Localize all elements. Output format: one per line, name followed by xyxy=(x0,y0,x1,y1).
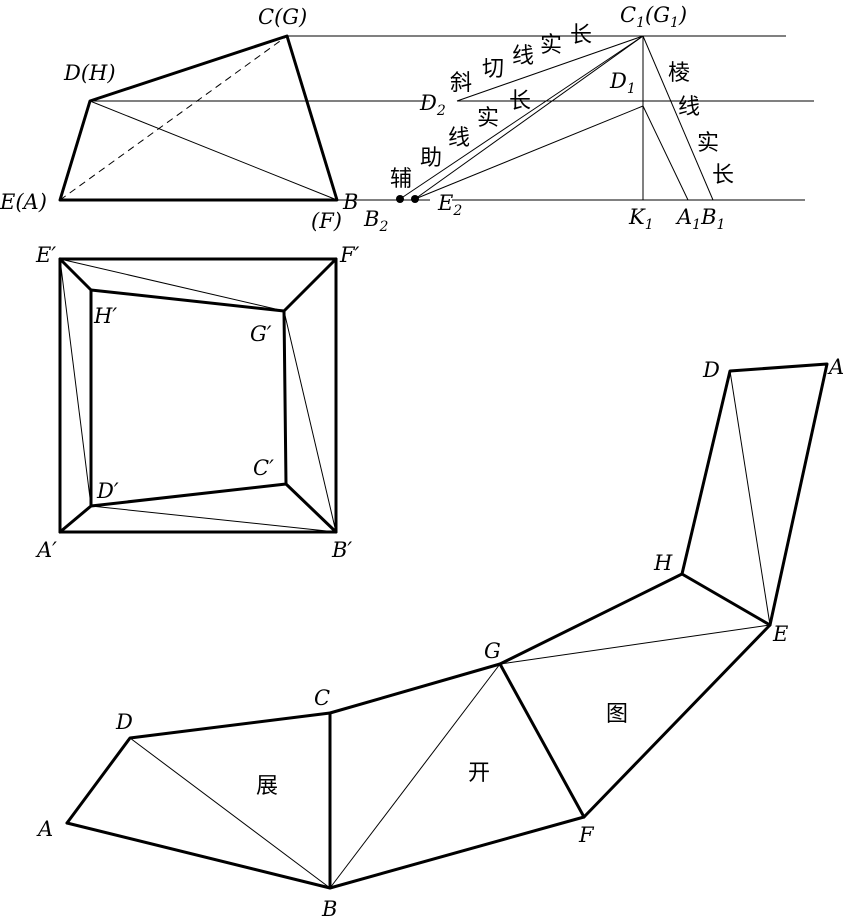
label-b: B xyxy=(342,190,358,214)
text-edge-2: 线 xyxy=(678,95,700,120)
dev-diag-g-e xyxy=(499,624,771,665)
text-aux-2: 助 xyxy=(420,146,442,171)
text-oblique-5: 长 xyxy=(570,23,592,48)
connector-e-h xyxy=(58,257,93,292)
connector-b-c xyxy=(284,482,338,534)
edge-true-length-line xyxy=(642,35,714,201)
d2-c1-line xyxy=(456,35,644,102)
label-e-prime: E′ xyxy=(35,243,56,267)
text-edge-3: 实 xyxy=(697,131,719,156)
connector-f-g xyxy=(282,257,338,313)
development-pattern: A B C D E F G H D A 展 开 图 xyxy=(36,355,844,919)
diag-e-g xyxy=(59,258,285,312)
dev-diag-g-b xyxy=(329,663,501,889)
point-b2 xyxy=(396,195,404,203)
dev-label-b: B xyxy=(321,897,337,919)
label-d1: D1 xyxy=(609,69,636,97)
label-e2: E2 xyxy=(437,191,462,219)
text-aux-4: 实 xyxy=(477,106,499,131)
point-e2 xyxy=(411,195,419,203)
label-a-prime: A′ xyxy=(35,538,57,562)
dev-diag-d-e xyxy=(729,370,771,626)
dev-label-a: A xyxy=(36,817,53,841)
top-outer-square xyxy=(58,257,338,534)
diag-b-g xyxy=(283,310,337,533)
text-aux-5: 长 xyxy=(509,89,531,114)
dev-lower-outline xyxy=(65,623,772,890)
text-oblique-1: 斜 xyxy=(450,71,472,96)
connector-a-d xyxy=(58,504,93,534)
dev-label-d: D xyxy=(115,710,133,734)
label-c-prime: C′ xyxy=(253,456,274,480)
front-hidden-diagonal xyxy=(59,35,288,201)
true-length-construction: C1(G1) D1 D2 E2 B2 K1 A1B1 斜 切 线 实 长 辅 助… xyxy=(363,3,814,235)
dev-label-f: F xyxy=(578,823,595,847)
dev-edge-gf xyxy=(498,662,586,819)
dev-char-zhan: 展 xyxy=(256,774,278,799)
text-edge-4: 长 xyxy=(712,163,734,188)
diag-e-d xyxy=(59,258,92,507)
oblique-true-length-line xyxy=(399,35,644,200)
label-c1g1: C1(G1) xyxy=(620,3,687,31)
label-cg: C(G) xyxy=(258,5,307,29)
label-a1b1: A1B1 xyxy=(675,205,725,233)
dev-diag-d-b xyxy=(129,737,331,889)
label-f: (F) xyxy=(311,209,342,233)
label-b2: B2 xyxy=(363,207,388,235)
dev-char-tu: 图 xyxy=(606,702,628,727)
dev-char-kai: 开 xyxy=(468,761,490,786)
text-edge-1: 棱 xyxy=(668,61,690,86)
dev-label-e: E xyxy=(772,622,788,646)
label-dh: D(H) xyxy=(63,61,116,85)
dev-label-d-top: D xyxy=(702,358,720,382)
label-f-prime: F′ xyxy=(339,243,360,267)
dev-upper-outline xyxy=(65,362,829,825)
text-aux-1: 辅 xyxy=(390,167,412,192)
diag-b-d xyxy=(90,505,337,533)
text-oblique-4: 实 xyxy=(540,33,562,58)
top-view: E′ F′ H′ G′ C′ D′ A′ B′ xyxy=(35,243,360,562)
text-aux-3: 线 xyxy=(448,126,470,151)
front-view: C(G) D(H) E(A) (F) B xyxy=(0,5,786,233)
dev-label-a-top: A xyxy=(827,355,844,379)
label-b-prime: B′ xyxy=(331,538,352,562)
label-d-prime: D′ xyxy=(96,479,119,503)
dev-label-g: G xyxy=(484,639,501,663)
front-diagonal-dh-b xyxy=(89,100,338,201)
text-oblique-3: 线 xyxy=(512,44,534,69)
dev-label-h: H xyxy=(653,551,673,575)
label-k1: K1 xyxy=(628,205,654,233)
text-oblique-2: 切 xyxy=(482,57,504,82)
auxiliary-line-upper xyxy=(414,35,644,200)
label-d2: D2 xyxy=(419,91,446,119)
label-ea: E(A) xyxy=(0,190,47,214)
label-h-prime: H′ xyxy=(93,304,117,328)
d1-a1-line xyxy=(642,105,689,201)
label-g-prime: G′ xyxy=(250,322,272,346)
dev-label-c: C xyxy=(314,686,330,710)
auxiliary-true-length-line xyxy=(414,105,644,200)
